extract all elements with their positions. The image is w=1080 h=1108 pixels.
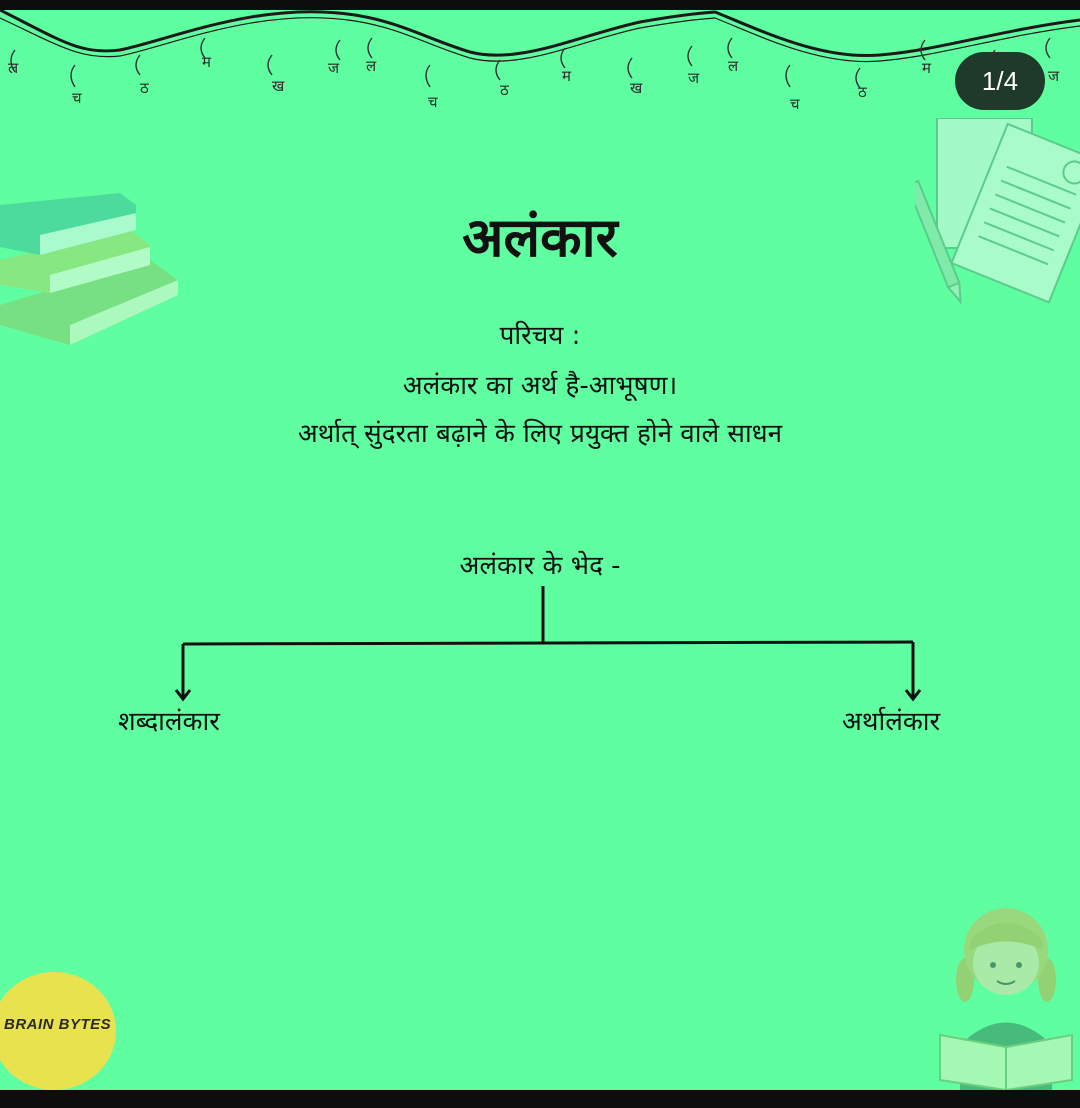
page-indicator[interactable]: 1/4 [955, 52, 1045, 110]
bunting-decoration [0, 10, 1080, 89]
intro-line-1: अलंकार का अर्थ है-आभूषण। [402, 371, 678, 401]
bunting-letter: ज [328, 59, 340, 77]
bunting-letter: म [562, 67, 571, 85]
bunting-letter: ठ [500, 81, 509, 99]
intro-heading: परिचय : [499, 321, 581, 351]
bunting-letter: च [428, 93, 438, 111]
bunting-letter: ख [272, 77, 285, 95]
bunting-letter: च [790, 95, 800, 113]
logo-text: BRAIN BYTES [4, 1016, 112, 1033]
page-title: अलंकार [462, 206, 618, 269]
slide: ल च ठ म ख ज ल च ठ म ख ज ल च ठ म ख ज 1/4 [0, 10, 1080, 1090]
papers-pencil-illustration [915, 118, 1080, 305]
bunting-letter: ज [688, 69, 700, 87]
bunting-letter: ज [1048, 67, 1060, 85]
types-heading: अलंकार के भेद - [459, 551, 621, 581]
reading-girl-illustration [939, 908, 1073, 1090]
bunting-letter: ल [366, 57, 377, 75]
bunting-letter: च [72, 89, 82, 107]
books-illustration [0, 193, 178, 345]
bunting-letter: म [202, 53, 211, 71]
intro-line-2: अर्थात् सुंदरता बढ़ाने के लिए प्रयुक्त ह… [297, 419, 783, 449]
bunting-letter: म [922, 59, 931, 77]
bunting-letter: ठ [140, 79, 149, 97]
bunting-letter: ख [630, 79, 643, 97]
branch-arthalankar: अर्थालंकार [842, 707, 941, 737]
brain-logo [0, 972, 116, 1090]
bunting-letter: ल [8, 59, 19, 77]
bunting-letter: ल [728, 57, 739, 75]
bunting-letter: ठ [858, 83, 867, 101]
branch-shabdalankar: शब्दालंकार [118, 707, 220, 737]
